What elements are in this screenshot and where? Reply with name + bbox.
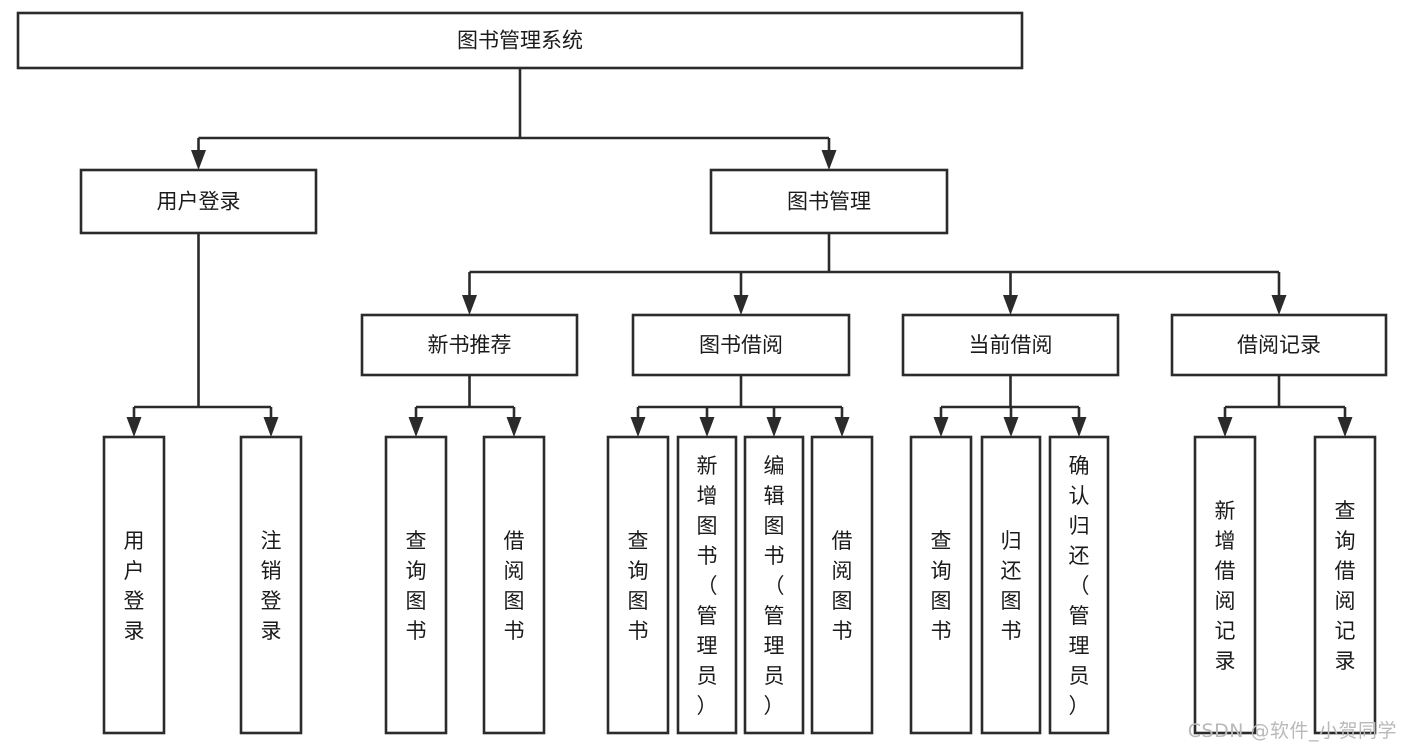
node-label-leaf-logout: 注销登录: [261, 529, 282, 643]
node-label-leaf-query-book-1: 查询图书: [406, 529, 427, 643]
node-label-book-manage: 图书管理: [787, 190, 871, 214]
node-label-leaf-add-record: 新增借阅记录: [1215, 499, 1236, 673]
node-leaf-query-book-3[interactable]: 查询图书: [909, 435, 973, 735]
node-box-leaf-add-book[interactable]: [676, 435, 738, 735]
node-current-borrow[interactable]: 当前借阅: [901, 313, 1120, 377]
node-label-leaf-edit-book: 编辑图书（管理员）: [764, 454, 785, 718]
node-box-new-book-recommend[interactable]: [360, 313, 579, 377]
node-leaf-query-book-2[interactable]: 查询图书: [606, 435, 670, 735]
node-label-leaf-query-book-3: 查询图书: [931, 529, 952, 643]
connector-new-book-recommend: [408, 375, 522, 437]
node-box-leaf-add-record[interactable]: [1193, 435, 1257, 735]
node-label-borrow-record: 借阅记录: [1237, 333, 1321, 357]
connector-book-manage: [462, 233, 1287, 315]
node-label-leaf-confirm-return: 确认归还（管理员）: [1069, 454, 1090, 718]
node-leaf-confirm-return[interactable]: 确认归还（管理员）: [1048, 435, 1110, 735]
node-label-new-book-recommend: 新书推荐: [428, 333, 512, 357]
node-user-login[interactable]: 用户登录: [79, 168, 318, 235]
node-leaf-query-book-1[interactable]: 查询图书: [384, 435, 448, 735]
node-leaf-user-login[interactable]: 用户登录: [102, 435, 166, 735]
connector-borrow-record: [1217, 375, 1353, 437]
watermark-text: CSDN @软件_小贺同学: [1187, 720, 1397, 742]
connector-current-borrow: [933, 375, 1087, 437]
node-box-leaf-query-record[interactable]: [1313, 435, 1377, 735]
node-leaf-logout[interactable]: 注销登录: [239, 435, 303, 735]
node-box-leaf-edit-book[interactable]: [743, 435, 805, 735]
node-leaf-add-book[interactable]: 新增图书（管理员）: [676, 435, 738, 735]
node-label-leaf-borrow-book-1: 借阅图书: [504, 529, 525, 643]
node-box-leaf-query-book-2[interactable]: [606, 435, 670, 735]
node-label-leaf-return-book: 归还图书: [1001, 529, 1022, 643]
node-label-leaf-user-login: 用户登录: [124, 529, 145, 643]
node-leaf-query-record[interactable]: 查询借阅记录: [1313, 435, 1377, 735]
node-box-leaf-user-login[interactable]: [102, 435, 166, 735]
node-leaf-edit-book[interactable]: 编辑图书（管理员）: [743, 435, 805, 735]
connector-book-borrow: [630, 375, 850, 437]
node-box-user-login[interactable]: [79, 168, 318, 235]
node-leaf-borrow-book-2[interactable]: 借阅图书: [810, 435, 874, 735]
connector-root: [191, 68, 837, 170]
node-box-book-manage[interactable]: [709, 168, 949, 235]
node-label-root: 图书管理系统: [457, 29, 583, 53]
node-box-leaf-borrow-book-2[interactable]: [810, 435, 874, 735]
node-layer: 图书管理系统用户登录图书管理新书推荐图书借阅当前借阅借阅记录用户登录注销登录查询…: [16, 11, 1388, 735]
node-leaf-borrow-book-1[interactable]: 借阅图书: [482, 435, 546, 735]
node-label-leaf-query-book-2: 查询图书: [628, 529, 649, 643]
node-box-leaf-query-book-3[interactable]: [909, 435, 973, 735]
node-box-leaf-borrow-book-1[interactable]: [482, 435, 546, 735]
node-label-user-login: 用户登录: [157, 190, 241, 214]
node-box-root[interactable]: [16, 11, 1024, 70]
node-box-leaf-logout[interactable]: [239, 435, 303, 735]
node-book-manage[interactable]: 图书管理: [709, 168, 949, 235]
edge-layer: [126, 68, 1353, 437]
node-label-current-borrow: 当前借阅: [969, 333, 1053, 357]
node-box-leaf-query-book-1[interactable]: [384, 435, 448, 735]
node-leaf-return-book[interactable]: 归还图书: [980, 435, 1042, 735]
node-book-borrow[interactable]: 图书借阅: [631, 313, 851, 377]
node-box-current-borrow[interactable]: [901, 313, 1120, 377]
node-borrow-record[interactable]: 借阅记录: [1170, 313, 1388, 377]
node-label-leaf-add-book: 新增图书（管理员）: [697, 454, 718, 718]
node-root[interactable]: 图书管理系统: [16, 11, 1024, 70]
node-leaf-add-record[interactable]: 新增借阅记录: [1193, 435, 1257, 735]
node-box-borrow-record[interactable]: [1170, 313, 1388, 377]
connector-user-login: [126, 233, 279, 437]
node-label-leaf-borrow-book-2: 借阅图书: [832, 529, 853, 643]
node-box-book-borrow[interactable]: [631, 313, 851, 377]
node-box-leaf-return-book[interactable]: [980, 435, 1042, 735]
node-new-book-recommend[interactable]: 新书推荐: [360, 313, 579, 377]
node-label-book-borrow: 图书借阅: [699, 333, 783, 357]
node-label-leaf-query-record: 查询借阅记录: [1335, 499, 1356, 673]
node-box-leaf-confirm-return[interactable]: [1048, 435, 1110, 735]
